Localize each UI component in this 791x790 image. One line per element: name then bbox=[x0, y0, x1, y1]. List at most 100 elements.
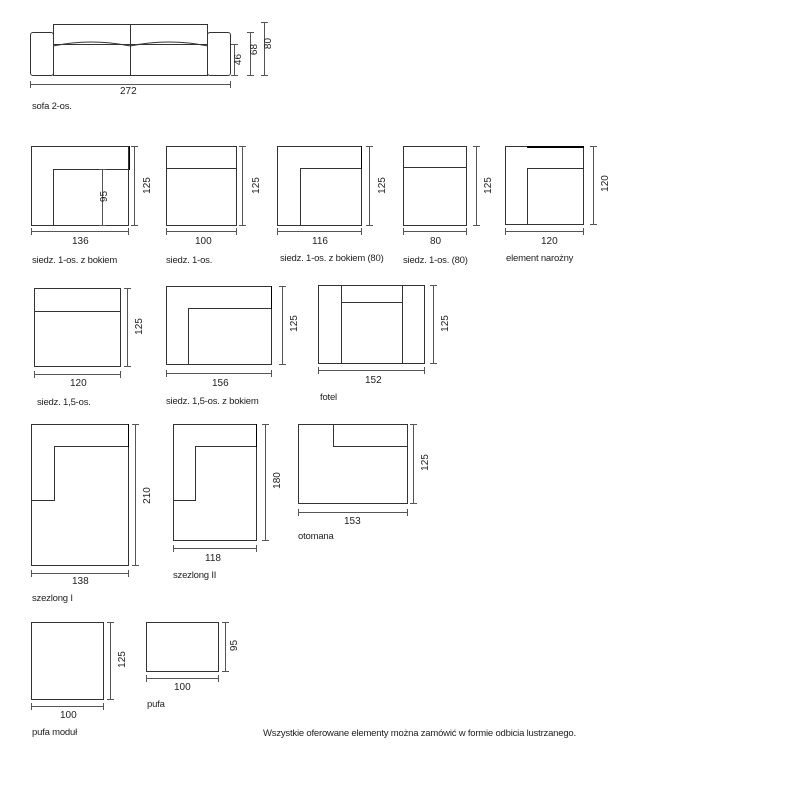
m3-width: 116 bbox=[312, 236, 328, 247]
m6-height-dim bbox=[124, 288, 131, 367]
sofa-h2: 68 bbox=[249, 43, 261, 56]
m7-line bbox=[188, 308, 189, 365]
m13-height-dim bbox=[222, 622, 229, 672]
m4-width-dim bbox=[403, 228, 467, 235]
m3-outline bbox=[277, 146, 362, 226]
m1-label: siedz. 1-os. z bokiem bbox=[32, 255, 118, 266]
sofa-h3-dim bbox=[261, 22, 268, 76]
m8-height: 125 bbox=[439, 315, 451, 332]
m3-line bbox=[300, 168, 362, 169]
m10-line bbox=[256, 424, 257, 447]
m6-width-dim bbox=[34, 371, 121, 378]
m2-label: siedz. 1-os. bbox=[166, 255, 213, 266]
m12-label: pufa moduł bbox=[32, 727, 78, 738]
m10-width: 118 bbox=[205, 553, 221, 564]
m6-width: 120 bbox=[70, 378, 87, 389]
m5-line bbox=[527, 168, 528, 225]
m8-width: 152 bbox=[365, 375, 382, 386]
m7-height: 125 bbox=[288, 315, 300, 332]
sofa-h3: 80 bbox=[263, 37, 275, 50]
m8-line bbox=[341, 302, 403, 303]
m8-line bbox=[402, 285, 403, 364]
sofa-label: sofa 2-os. bbox=[32, 101, 72, 112]
sofa-width-dim bbox=[30, 81, 231, 88]
m1-inner: 95 bbox=[99, 190, 111, 203]
m4-height: 125 bbox=[482, 177, 494, 194]
m3-label: siedz. 1-os. z bokiem (80) bbox=[280, 253, 384, 264]
sofa-right-arm bbox=[207, 32, 231, 76]
m11-height: 125 bbox=[419, 454, 431, 471]
m11-width: 153 bbox=[344, 516, 361, 527]
m1-height-dim bbox=[131, 146, 138, 226]
m5-height: 120 bbox=[599, 175, 611, 192]
m13-label: pufa bbox=[147, 699, 165, 710]
m5-label: element narożny bbox=[506, 253, 574, 264]
m5-outline bbox=[505, 146, 584, 225]
m2-height: 125 bbox=[250, 177, 262, 194]
m11-height-dim bbox=[410, 424, 417, 504]
m9-width: 138 bbox=[72, 576, 89, 587]
m9-line bbox=[31, 500, 55, 501]
m10-line bbox=[195, 446, 257, 447]
m2-width: 100 bbox=[195, 236, 212, 247]
m7-line bbox=[188, 308, 272, 309]
sofa-h1-dim bbox=[231, 44, 238, 76]
m5-line bbox=[527, 168, 584, 169]
m9-line bbox=[128, 424, 129, 447]
m7-outline bbox=[166, 286, 272, 365]
sofa-cushion-curve bbox=[53, 41, 208, 47]
m4-height-dim bbox=[473, 146, 480, 226]
sofa-h2-dim bbox=[247, 32, 254, 76]
m8-label: fotel bbox=[320, 392, 337, 403]
m9-line bbox=[54, 446, 55, 500]
m8-outline bbox=[318, 285, 425, 364]
m6-line bbox=[34, 311, 121, 312]
m11-line bbox=[333, 424, 334, 447]
m10-label: szezlong II bbox=[173, 570, 217, 581]
m5-width-dim bbox=[505, 228, 584, 235]
m2-line bbox=[166, 168, 237, 169]
sofa-h1: 46 bbox=[233, 53, 245, 66]
sofa-center-line bbox=[130, 24, 131, 76]
m11-width-dim bbox=[298, 509, 408, 516]
m4-line bbox=[403, 167, 467, 168]
m13-width: 100 bbox=[174, 682, 191, 693]
m8-height-dim bbox=[430, 285, 437, 364]
m1-height: 125 bbox=[141, 177, 153, 194]
m1-line bbox=[53, 169, 129, 170]
m11-outline bbox=[298, 424, 408, 504]
m5-height-dim bbox=[590, 146, 597, 225]
m12-outline bbox=[31, 622, 104, 700]
m4-outline bbox=[403, 146, 467, 226]
m12-height: 125 bbox=[116, 651, 128, 668]
m10-width-dim bbox=[173, 545, 257, 552]
mirror-note: Wszystkie oferowane elementy można zamów… bbox=[263, 728, 576, 739]
m10-line bbox=[195, 446, 196, 501]
m7-line bbox=[271, 286, 272, 309]
m10-outline bbox=[173, 424, 257, 541]
m11-line bbox=[333, 446, 408, 447]
m12-height-dim bbox=[107, 622, 114, 700]
m1-width-dim bbox=[31, 228, 129, 235]
sofa-left-arm bbox=[30, 32, 54, 76]
m9-outline bbox=[31, 424, 129, 566]
m9-height-dim bbox=[132, 424, 139, 566]
m1-width: 136 bbox=[72, 236, 89, 247]
m7-width-dim bbox=[166, 370, 272, 377]
m9-label: szezlong I bbox=[32, 593, 73, 604]
m9-width-dim bbox=[31, 570, 129, 577]
m1-outline bbox=[31, 146, 129, 226]
m3-height-dim bbox=[366, 146, 373, 226]
m5-width: 120 bbox=[541, 236, 558, 247]
m13-outline bbox=[146, 622, 219, 672]
m9-line bbox=[54, 446, 129, 447]
m9-height: 210 bbox=[141, 487, 153, 504]
m12-width: 100 bbox=[60, 710, 77, 721]
m4-label: siedz. 1-os. (80) bbox=[403, 255, 468, 266]
m3-width-dim bbox=[277, 228, 362, 235]
m2-width-dim bbox=[166, 228, 237, 235]
m6-outline bbox=[34, 288, 121, 367]
m1-line bbox=[53, 169, 54, 226]
m4-width: 80 bbox=[430, 236, 442, 247]
m7-label: siedz. 1,5-os. z bokiem bbox=[166, 396, 259, 407]
